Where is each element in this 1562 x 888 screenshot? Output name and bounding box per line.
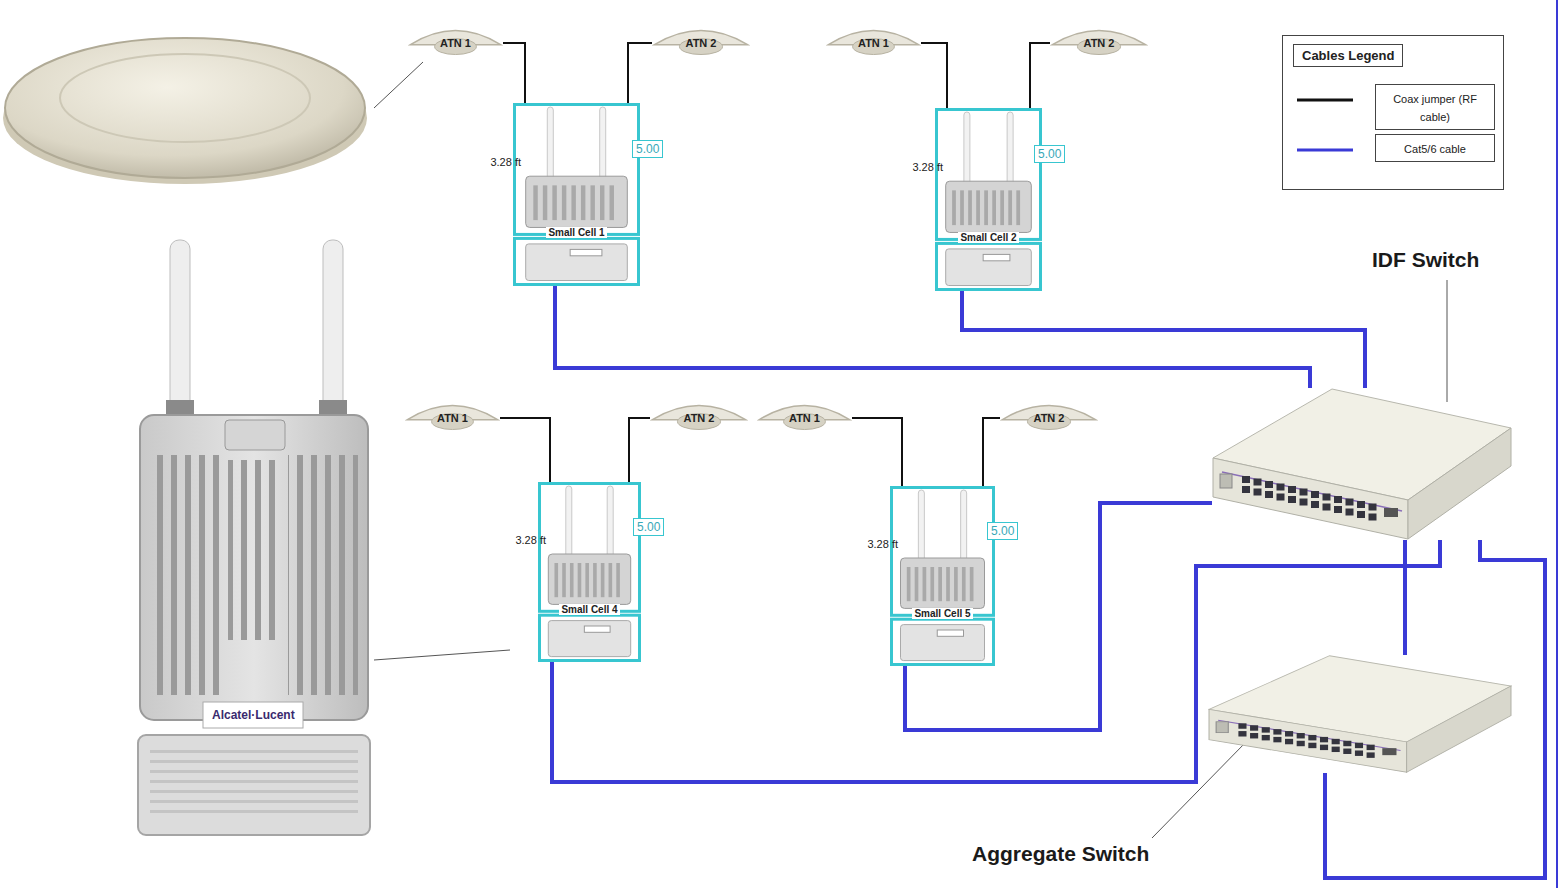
switch-node: Aggregate Switch bbox=[1208, 655, 1512, 773]
frame-line bbox=[1556, 0, 1558, 888]
node-label: ATN 2 bbox=[1084, 37, 1115, 49]
small-cell-node: Small Cell 2 bbox=[935, 108, 1042, 291]
legend-title: Cables Legend bbox=[1293, 44, 1403, 67]
coax-jumper bbox=[852, 418, 902, 486]
antenna-node: ATN 1 bbox=[826, 25, 921, 61]
node-label: Small Cell 4 bbox=[559, 604, 619, 615]
small-cell-icon bbox=[890, 486, 995, 666]
node-label: ATN 1 bbox=[440, 37, 471, 49]
coax-jumper bbox=[983, 418, 1000, 486]
switch-label: Aggregate Switch bbox=[972, 842, 1149, 866]
node-label: ATN 1 bbox=[437, 412, 468, 424]
coax-jumper bbox=[628, 43, 652, 103]
cat-cable bbox=[1403, 540, 1407, 655]
cable-length-box: 5.00 bbox=[987, 522, 1018, 540]
legend-text-box: Cat5/6 cable bbox=[1375, 134, 1495, 162]
cable-length: 3.28 ft bbox=[490, 156, 521, 168]
cable-length-box: 5.00 bbox=[1034, 145, 1065, 163]
cat-cable bbox=[552, 540, 1440, 782]
switch-icon bbox=[1212, 388, 1512, 540]
cable-length-box: 5.00 bbox=[633, 518, 664, 536]
node-label: Small Cell 2 bbox=[958, 232, 1018, 243]
cat-cable bbox=[905, 503, 1212, 730]
legend-text-box: Coax jumper (RF cable) bbox=[1375, 84, 1495, 130]
node-label: ATN 2 bbox=[684, 412, 715, 424]
cat-cable bbox=[962, 291, 1365, 388]
node-label: ATN 2 bbox=[686, 37, 717, 49]
legend-line-sample bbox=[1295, 140, 1355, 160]
legend-box: Cables LegendCoax jumper (RF cable) Cat5/… bbox=[1282, 35, 1504, 190]
node-label: ATN 1 bbox=[789, 412, 820, 424]
leader-line bbox=[1447, 280, 1448, 402]
node-label: Small Cell 1 bbox=[546, 227, 606, 238]
antenna-node: ATN 1 bbox=[405, 400, 500, 436]
small-cell-node: Small Cell 5 bbox=[890, 486, 995, 666]
switch-node: IDF Switch bbox=[1212, 388, 1512, 540]
legend-line-sample bbox=[1295, 90, 1355, 110]
small-cell-node: Small Cell 4 bbox=[538, 482, 641, 662]
cat-cable bbox=[555, 286, 1310, 388]
switch-icon bbox=[1208, 655, 1512, 773]
antenna-node: ATN 1 bbox=[757, 400, 852, 436]
small-cell-icon bbox=[935, 108, 1042, 291]
antenna-node: ATN 1 bbox=[408, 25, 503, 61]
small-cell-icon bbox=[538, 482, 641, 662]
small-cell-photo bbox=[138, 240, 370, 835]
cable-length: 3.28 ft bbox=[515, 534, 546, 546]
coax-jumper bbox=[500, 418, 550, 482]
dome-antenna-photo bbox=[3, 38, 367, 184]
node-label: ATN 2 bbox=[1034, 412, 1065, 424]
small-cell-node: Small Cell 1 bbox=[513, 103, 640, 286]
node-label: Small Cell 5 bbox=[912, 608, 972, 619]
legend-text: Cat5/6 cable bbox=[1404, 143, 1466, 155]
antenna-node: ATN 2 bbox=[652, 25, 750, 61]
leader-line bbox=[1152, 742, 1246, 838]
coax-jumper bbox=[1030, 43, 1050, 108]
coax-jumper bbox=[503, 43, 525, 103]
node-label: ATN 1 bbox=[858, 37, 889, 49]
brand-logo: Alcatel·Lucent bbox=[212, 708, 295, 722]
cable-length-box: 5.00 bbox=[632, 140, 663, 158]
legend-text: Coax jumper (RF cable) bbox=[1393, 93, 1477, 123]
antenna-node: ATN 2 bbox=[1000, 400, 1098, 436]
small-cell-icon bbox=[513, 103, 640, 286]
switch-label: IDF Switch bbox=[1372, 248, 1479, 272]
leader-line bbox=[374, 650, 510, 660]
cable-length: 3.28 ft bbox=[867, 538, 898, 550]
coax-jumper bbox=[921, 43, 947, 108]
antenna-node: ATN 2 bbox=[650, 400, 748, 436]
antenna-node: ATN 2 bbox=[1050, 25, 1148, 61]
cable-length: 3.28 ft bbox=[912, 161, 943, 173]
leader-line bbox=[374, 62, 423, 108]
coax-jumper bbox=[629, 418, 650, 482]
